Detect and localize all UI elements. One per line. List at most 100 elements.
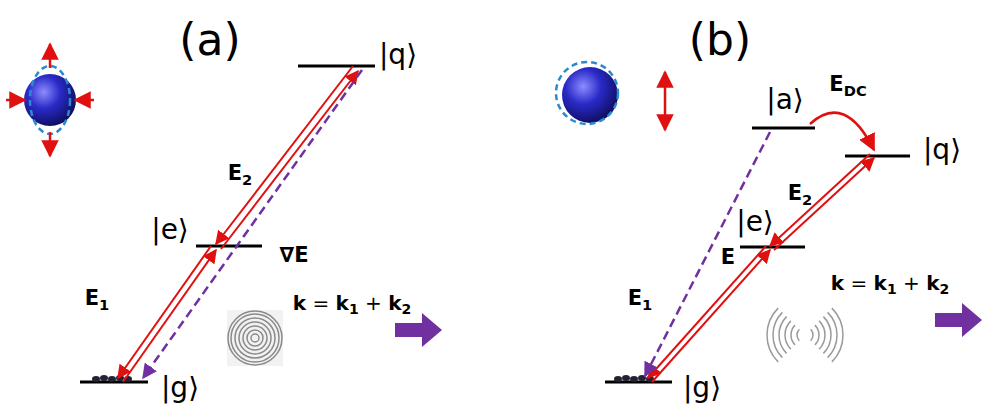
panel-label: (a) [179, 16, 240, 64]
transition-arrow [770, 154, 870, 246]
wavefront [251, 334, 259, 342]
symbol: k [336, 291, 349, 315]
subscript: 1 [642, 296, 652, 313]
panel-label: (b) [689, 16, 751, 64]
atoms-b [614, 375, 654, 382]
force-arrow [6, 99, 25, 102]
field-label: EDC [829, 73, 866, 99]
atom-dot [108, 376, 116, 382]
force-arrow [49, 132, 52, 156]
subscript: 1 [99, 296, 109, 313]
energy-level [740, 246, 805, 249]
subscript: 2 [802, 191, 812, 208]
operator: + [903, 271, 920, 295]
state-label: |q⟩ [923, 135, 961, 166]
field-label: E1 [85, 287, 110, 313]
symbol: E [721, 245, 735, 269]
wavefront [243, 326, 267, 350]
state-label: |g⟩ [161, 373, 199, 404]
atom-dot [638, 375, 646, 381]
symbol: k [293, 291, 306, 315]
emission-arrow [645, 132, 770, 376]
state-label: |a⟩ [766, 85, 804, 116]
energy-level [845, 155, 910, 158]
wavefront [773, 312, 837, 357]
symbol: ∇E [280, 243, 309, 267]
subscript: 2 [939, 281, 949, 297]
transition-arrow [648, 246, 766, 378]
energy-levels-a [80, 66, 375, 382]
dashed-outline [556, 62, 618, 124]
operator [897, 271, 903, 295]
wavefront [797, 329, 813, 340]
wavefront [235, 318, 275, 358]
oscillation-arrow [664, 72, 667, 130]
subscript: DC [844, 82, 867, 99]
wavefront [791, 325, 819, 345]
symbol: E [228, 161, 242, 185]
direction-arrow [935, 303, 982, 337]
transition-arrow [216, 66, 353, 244]
atom-dot [614, 376, 622, 382]
energy-level [196, 245, 262, 248]
operator [867, 271, 873, 295]
field-label: E2 [788, 182, 813, 208]
subscript: 2 [242, 171, 252, 188]
atom-dot [630, 376, 638, 382]
transition-arrow [118, 246, 211, 378]
wavevector-label: k = k1 + k2 [831, 272, 949, 298]
symbol: k [926, 271, 939, 295]
transitions-b [648, 113, 874, 382]
energy-level [298, 65, 375, 68]
subscript: 1 [349, 301, 359, 317]
wavefront [785, 321, 825, 349]
wavevector-label: k = k1 + k2 [293, 292, 411, 318]
field-label: E [721, 246, 735, 269]
wavefront [231, 314, 279, 362]
force-arrow [49, 44, 52, 68]
sphere-a [6, 44, 94, 156]
transition-arrow [123, 250, 216, 382]
wavefront [247, 330, 263, 346]
symbol: E [829, 72, 843, 96]
state-label: |e⟩ [151, 215, 189, 246]
symbol: k [874, 271, 887, 295]
coupling-arrow [810, 113, 874, 150]
operator [359, 291, 365, 315]
wavefront [767, 308, 843, 362]
symbol: E [628, 286, 642, 310]
atom-dot [100, 375, 108, 381]
symbol: E [85, 286, 99, 310]
sphere-b [556, 62, 665, 130]
operator: = [850, 271, 867, 295]
wavefront [228, 311, 282, 365]
state-label: |e⟩ [736, 207, 774, 238]
symbol: k [388, 291, 401, 315]
direction-arrow [395, 313, 442, 347]
operator [306, 291, 312, 315]
transition-arrow [774, 158, 874, 250]
force-arrow [75, 99, 94, 102]
transition-arrow [221, 71, 358, 249]
symbol: E [788, 181, 802, 205]
state-label: |g⟩ [683, 373, 721, 404]
field-label: ∇E [280, 244, 309, 267]
emission-arrow [143, 70, 362, 378]
operator [329, 291, 335, 315]
energy-level [752, 127, 815, 130]
wavefront [779, 317, 831, 354]
subscript: 1 [887, 281, 897, 297]
atom-dot [622, 375, 630, 381]
radiation-pattern [227, 310, 283, 366]
field-label: E2 [228, 162, 253, 188]
operator [844, 271, 850, 295]
transitions-a [118, 66, 358, 382]
symbol: k [831, 271, 844, 295]
subscript: 2 [401, 301, 411, 317]
energy-levels-b [605, 128, 910, 382]
operator: + [365, 291, 382, 315]
transition-arrow [652, 250, 770, 382]
radiation-pattern [767, 308, 843, 362]
